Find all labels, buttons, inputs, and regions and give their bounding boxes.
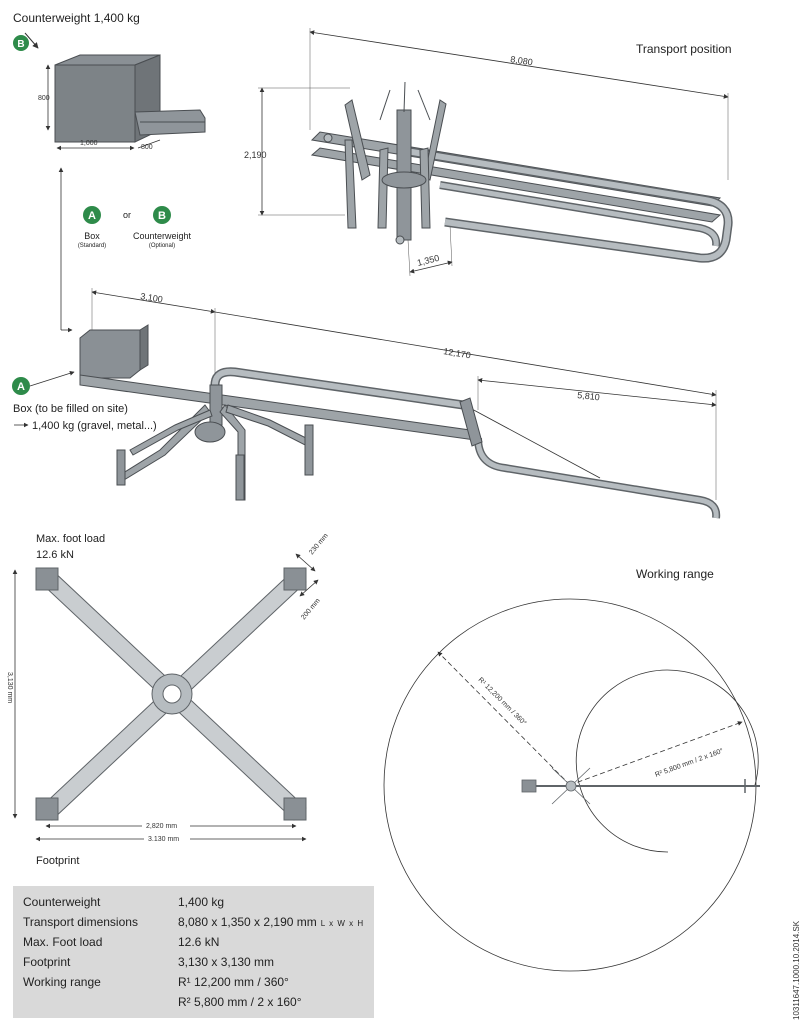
working-range-section: Working range R¹ 12,200 mm / 360° R² 5,8… bbox=[383, 567, 760, 972]
badge-a-box: A bbox=[12, 377, 30, 395]
spec-unit: L x W x H bbox=[320, 919, 365, 928]
transport-dim-height: 2,190 bbox=[244, 150, 267, 160]
footprint-dim-inner: 2,820 mm bbox=[146, 823, 177, 830]
counterweight-dim-width: 1,000 bbox=[80, 140, 98, 147]
counterweight-block bbox=[54, 54, 206, 143]
side-dim-total: 12,170 bbox=[443, 346, 472, 360]
transport-dim-length: 8,080 bbox=[510, 54, 534, 67]
option-b-badge: B bbox=[158, 210, 166, 222]
transport-title: Transport position bbox=[636, 42, 732, 56]
side-boom-drawing bbox=[79, 324, 721, 519]
counterweight-pointer bbox=[24, 32, 39, 49]
spec-key: Max. Foot load bbox=[23, 935, 103, 949]
foot-load-line2: 12.6 kN bbox=[36, 549, 74, 561]
side-view-section: 3,100 12,170 5,810 bbox=[12, 288, 721, 519]
spec-table: Counterweight 1,400 kg Transport dimensi… bbox=[13, 886, 374, 1018]
working-range-title: Working range bbox=[636, 567, 714, 581]
range-plan-drawing bbox=[521, 767, 760, 805]
option-or: or bbox=[123, 210, 131, 220]
document-code: 10311647.1000.10.2014.SK bbox=[792, 920, 801, 1020]
spec-value: 3,130 x 3,130 mm bbox=[178, 955, 275, 969]
box-label-line2: 1,400 kg (gravel, metal...) bbox=[32, 420, 157, 432]
footprint-title: Footprint bbox=[36, 855, 79, 867]
spec-row: Counterweight 1,400 kg bbox=[23, 894, 364, 914]
spec-row: Max. Foot load 12.6 kN bbox=[23, 934, 364, 954]
option-a-badge: A bbox=[88, 210, 96, 222]
spec-key: Working range bbox=[23, 975, 101, 989]
spec-key: Transport dimensions bbox=[23, 915, 138, 929]
spec-key bbox=[23, 994, 178, 1014]
counterweight-section: Counterweight 1,400 kg B 800 1,000 800 bbox=[13, 11, 206, 151]
svg-text:B: B bbox=[17, 39, 24, 50]
r1-label: R¹ 12,200 mm / 360° bbox=[477, 676, 529, 728]
counterweight-dim-depth: 800 bbox=[141, 144, 153, 151]
spec-row: Transport dimensions 8,080 x 1,350 x 2,1… bbox=[23, 914, 364, 934]
spec-value: R¹ 12,200 mm / 360° bbox=[178, 975, 289, 989]
counterweight-title: Counterweight 1,400 kg bbox=[13, 11, 140, 25]
spec-value: R² 5,800 mm / 2 x 160° bbox=[178, 995, 302, 1009]
side-dim-box: 3,100 bbox=[140, 291, 164, 304]
footprint-dim-outer: 3.130 mm bbox=[148, 836, 179, 843]
spec-key: Footprint bbox=[23, 955, 71, 969]
svg-text:A: A bbox=[17, 381, 25, 393]
r2-label: R² 5,800 mm / 2 x 160° bbox=[654, 747, 725, 779]
counterweight-dim-height: 800 bbox=[38, 95, 50, 102]
footprint-section: Max. foot load 12.6 kN 230 mm 200 mm 3,1… bbox=[6, 532, 330, 867]
option-b-sub: (Optional) bbox=[149, 243, 175, 249]
spec-value: 1,400 kg bbox=[178, 895, 225, 909]
spec-row: R² 5,800 mm / 2 x 160° bbox=[23, 994, 364, 1014]
foot-load-line1: Max. foot load bbox=[36, 533, 105, 545]
spec-key: Counterweight bbox=[23, 895, 101, 909]
spec-row: Working range R¹ 12,200 mm / 360° bbox=[23, 974, 364, 994]
transport-section: Transport position 8,080 2,190 1,350 bbox=[244, 28, 733, 277]
side-dim-second: 5,810 bbox=[577, 390, 600, 402]
badge-b-counterweight: B bbox=[13, 35, 29, 51]
spec-row: Footprint 3,130 x 3,130 mm bbox=[23, 954, 364, 974]
pad-dim-a: 230 mm bbox=[308, 532, 330, 556]
pad-dim-b: 200 mm bbox=[300, 597, 322, 621]
options-legend: A Box (Standard) or B Counterweight (Opt… bbox=[78, 206, 192, 249]
option-a-sub: (Standard) bbox=[78, 243, 106, 249]
option-b-label: Counterweight bbox=[133, 231, 192, 241]
transport-boom-drawing bbox=[310, 81, 733, 263]
footprint-dim-side: 3,130 mm bbox=[6, 672, 13, 703]
range-arc-r2 bbox=[575, 669, 759, 853]
option-a-label: Box bbox=[84, 231, 100, 241]
spec-value: 12.6 kN bbox=[178, 935, 220, 949]
footprint-cross-drawing bbox=[35, 567, 307, 821]
box-label-line1: Box (to be filled on site) bbox=[13, 403, 128, 415]
